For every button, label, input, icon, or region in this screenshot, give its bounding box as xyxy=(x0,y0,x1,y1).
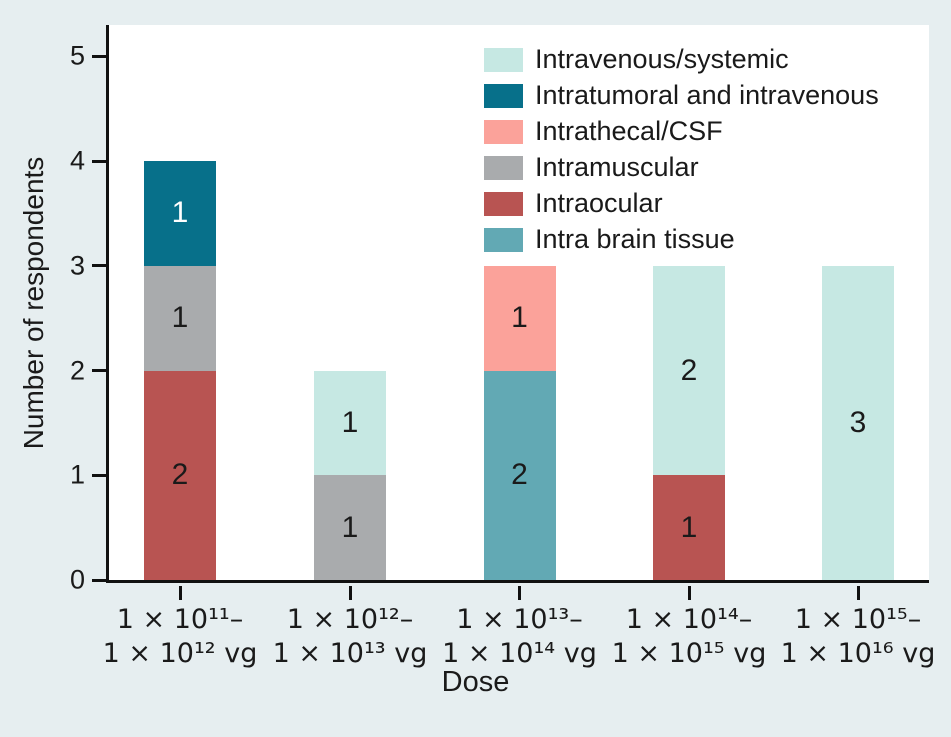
bar-segment-value-label: 2 xyxy=(511,458,528,492)
legend-item: Intraocular xyxy=(484,190,879,217)
x-axis-tick-label: 1 × 10¹²–1 × 10¹³ vg xyxy=(273,603,428,671)
legend-item: Intramuscular xyxy=(484,154,879,181)
legend-swatch-icon xyxy=(484,155,523,180)
y-axis-tick xyxy=(92,473,106,477)
legend-label: Intrathecal/CSF xyxy=(535,116,723,146)
x-axis-tick-label-line: 1 × 10¹⁶ vg xyxy=(780,638,936,669)
x-axis-tick-label-line: 1 × 10¹⁵– xyxy=(794,604,922,635)
legend-label: Intra brain tissue xyxy=(535,224,735,254)
y-axis-tick-label: 0 xyxy=(69,564,85,595)
legend-item: Intrathecal/CSF xyxy=(484,118,879,145)
legend-swatch-icon xyxy=(484,227,523,252)
x-axis-tick-label-line: 1 × 10¹³– xyxy=(456,604,583,635)
x-axis-tick xyxy=(518,586,521,600)
y-axis-tick xyxy=(92,578,106,582)
legend-label: Intravenous/systemic xyxy=(535,44,789,74)
legend-label: Intramuscular xyxy=(535,152,699,182)
x-axis-tick-label: 1 × 10¹¹–1 × 10¹² vg xyxy=(103,603,258,671)
legend-swatch-icon xyxy=(484,83,523,108)
x-axis-tick-label-line: 1 × 10¹⁵ vg xyxy=(611,638,767,669)
legend-item: Intravenous/systemic xyxy=(484,46,879,73)
y-axis-tick-label: 5 xyxy=(69,40,85,71)
bar-segment-value-label: 1 xyxy=(171,301,189,335)
bar-segment: 2 xyxy=(483,370,556,580)
x-axis-tick xyxy=(178,586,182,600)
y-axis-tick-label: 2 xyxy=(69,355,85,385)
y-axis-tick xyxy=(92,54,106,58)
bar-segment: 2 xyxy=(144,370,216,580)
bar-segment: 1 xyxy=(314,370,386,476)
y-axis-tick xyxy=(92,369,106,372)
bar-segment: 1 xyxy=(144,161,216,266)
bar-segment-value-label: 2 xyxy=(171,458,189,492)
x-axis-title: Dose xyxy=(441,666,510,698)
legend-swatch-icon xyxy=(484,119,523,144)
bar-segment-value-label: 1 xyxy=(341,510,359,544)
y-axis-tick-label: 3 xyxy=(69,250,85,281)
bar-segment: 2 xyxy=(653,265,725,476)
x-axis-tick-label: 1 × 10¹³–1 × 10¹⁴ vg xyxy=(442,603,597,671)
y-axis-tick xyxy=(92,159,106,163)
legend-item: Intra brain tissue xyxy=(484,226,879,253)
y-axis-title: Number of respondents xyxy=(18,156,49,450)
bar-segment-value-label: 1 xyxy=(511,301,528,335)
bar-segment: 1 xyxy=(314,475,386,580)
bar-segment: 1 xyxy=(653,475,725,580)
x-axis-tick-label-line: 1 × 10¹²– xyxy=(286,604,414,635)
bar-segment-value-label: 1 xyxy=(680,510,698,544)
y-axis-tick-label: 4 xyxy=(69,145,85,176)
x-axis-tick-label-line: 1 × 10¹³ vg xyxy=(272,638,428,669)
legend-swatch-icon xyxy=(484,191,523,216)
bar-segment-value-label: 1 xyxy=(341,405,359,439)
legend-swatch-icon xyxy=(484,47,523,72)
x-axis-tick-label: 1 × 10¹⁴–1 × 10¹⁵ vg xyxy=(612,603,767,671)
stacked-bar: 2 1 1 xyxy=(144,161,216,580)
legend-label: Intraocular xyxy=(535,188,663,218)
bar-segment-value-label: 3 xyxy=(849,405,867,439)
y-axis-tick xyxy=(92,264,106,268)
bar-segment-value-label: 2 xyxy=(680,353,698,387)
x-axis-tick-label-line: 1 × 10¹⁴ vg xyxy=(442,638,597,669)
bar-segment: 1 xyxy=(483,265,556,371)
x-axis-tick xyxy=(687,586,691,600)
stacked-bar: 3 xyxy=(822,265,894,580)
x-axis-tick-label-line: 1 × 10¹² vg xyxy=(102,638,258,669)
bar-segment: 1 xyxy=(144,265,216,371)
y-axis-tick-label: 1 xyxy=(69,459,85,490)
x-axis-tick-label: 1 × 10¹⁵–1 × 10¹⁶ vg xyxy=(781,603,936,671)
x-axis-tick xyxy=(348,586,352,600)
bar-segment: 3 xyxy=(822,265,894,580)
x-axis-tick xyxy=(856,586,860,600)
legend-label: Intratumoral and intravenous xyxy=(535,80,879,110)
legend-item: Intratumoral and intravenous xyxy=(484,82,879,109)
bar-segment-value-label: 1 xyxy=(171,196,189,230)
x-axis-tick-label-line: 1 × 10¹¹– xyxy=(116,604,244,635)
x-axis-tick-label-line: 1 × 10¹⁴– xyxy=(625,604,753,635)
